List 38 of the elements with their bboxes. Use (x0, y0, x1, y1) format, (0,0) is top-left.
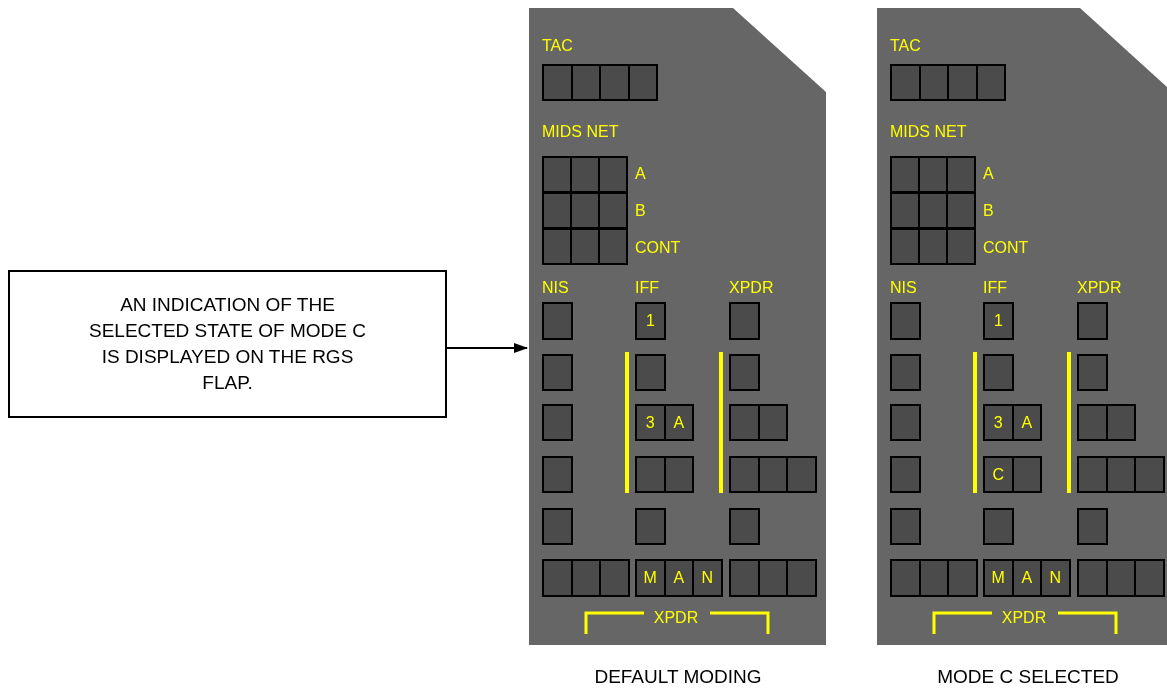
panel-label: NIS (542, 279, 569, 297)
cell-label: 3 (645, 413, 655, 432)
panel-label: A (983, 165, 994, 183)
cell-label: C (992, 465, 1005, 484)
cell-label: M (643, 569, 657, 587)
cell-label: 3 (993, 413, 1003, 432)
panel-caption: MODE C SELECTED (937, 666, 1119, 688)
panel-label: CONT (635, 239, 681, 257)
callout-text: AN INDICATION OF THE SELECTED STATE OF MODE C IS DISPLAYED ON THE RGS FLAP. (88, 293, 367, 395)
panel-label: MIDS NET (890, 123, 967, 141)
arrow (446, 343, 528, 353)
panel-label: XPDR (1001, 609, 1047, 627)
panel-label: XPDR (729, 279, 774, 297)
display-panel (877, 8, 1167, 645)
cell-label: A (1021, 569, 1033, 587)
cell-label: A (1021, 413, 1033, 432)
panel-label: NIS (890, 279, 917, 297)
panel-label: A (635, 165, 646, 183)
panel-label: IFF (635, 279, 659, 297)
panel-label: TAC (542, 37, 573, 55)
cell-label: A (673, 569, 685, 587)
panel-label: XPDR (653, 609, 699, 627)
cell-label: 1 (994, 312, 1003, 330)
cell-label: N (701, 569, 714, 587)
callout-box (8, 270, 447, 418)
display-panel (529, 8, 826, 645)
cell-label: A (673, 413, 685, 432)
panel-label: B (635, 202, 646, 220)
panel-label: MIDS NET (542, 123, 619, 141)
panel-label: IFF (983, 279, 1007, 297)
panel-label: CONT (983, 239, 1029, 257)
panel-caption: DEFAULT MODING (594, 666, 762, 688)
cell-label: 1 (646, 312, 655, 330)
panel-label: B (983, 202, 994, 220)
panel-label: XPDR (1077, 279, 1122, 297)
cell-label: M (991, 569, 1005, 587)
cell-label: N (1049, 569, 1062, 587)
panel-label: TAC (890, 37, 921, 55)
